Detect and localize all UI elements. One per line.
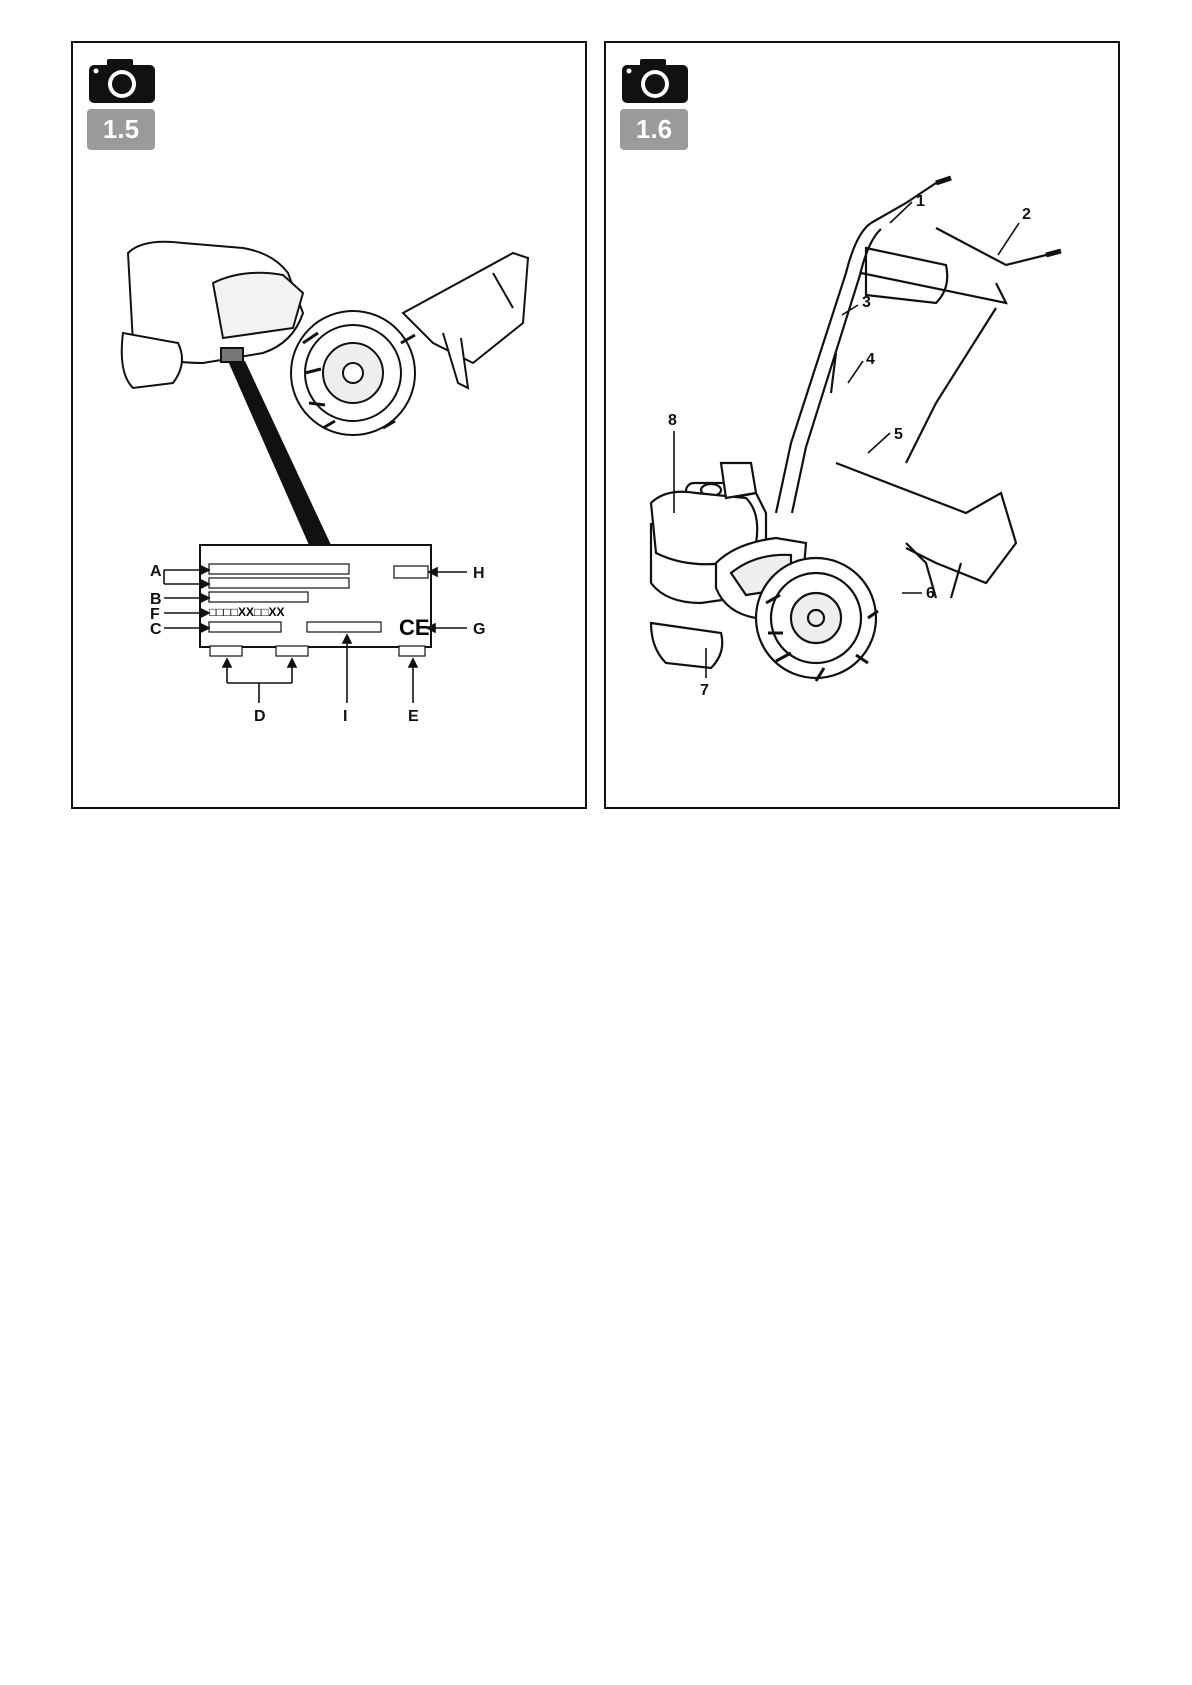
callout-6: 6 bbox=[926, 585, 935, 602]
figure-panel-1-6: 1.6 bbox=[604, 41, 1120, 809]
tiller-overview-illustration: 1 2 3 4 5 6 7 8 bbox=[606, 43, 1122, 811]
label-d: D bbox=[254, 708, 266, 725]
rating-plate-illustration: □□□□XX□□XX CE A B F C H G D bbox=[73, 43, 589, 811]
label-g: G bbox=[473, 621, 485, 638]
label-i: I bbox=[343, 708, 347, 725]
label-e: E bbox=[408, 708, 419, 725]
label-h: H bbox=[473, 565, 485, 582]
ce-mark: CE bbox=[399, 615, 430, 640]
callout-5: 5 bbox=[894, 426, 903, 443]
callout-1: 1 bbox=[916, 193, 925, 210]
callout-4: 4 bbox=[866, 351, 875, 368]
tiller-front-sketch bbox=[122, 242, 528, 435]
label-a: A bbox=[150, 563, 162, 580]
label-c: C bbox=[150, 621, 162, 638]
callout-3: 3 bbox=[862, 294, 871, 311]
figure-panel-1-5: 1.5 bbox=[71, 41, 587, 809]
callout-8: 8 bbox=[668, 412, 677, 429]
callout-2: 2 bbox=[1022, 206, 1031, 223]
callout-7: 7 bbox=[700, 682, 709, 699]
plate-date-field: □□□□XX□□XX bbox=[209, 605, 285, 619]
